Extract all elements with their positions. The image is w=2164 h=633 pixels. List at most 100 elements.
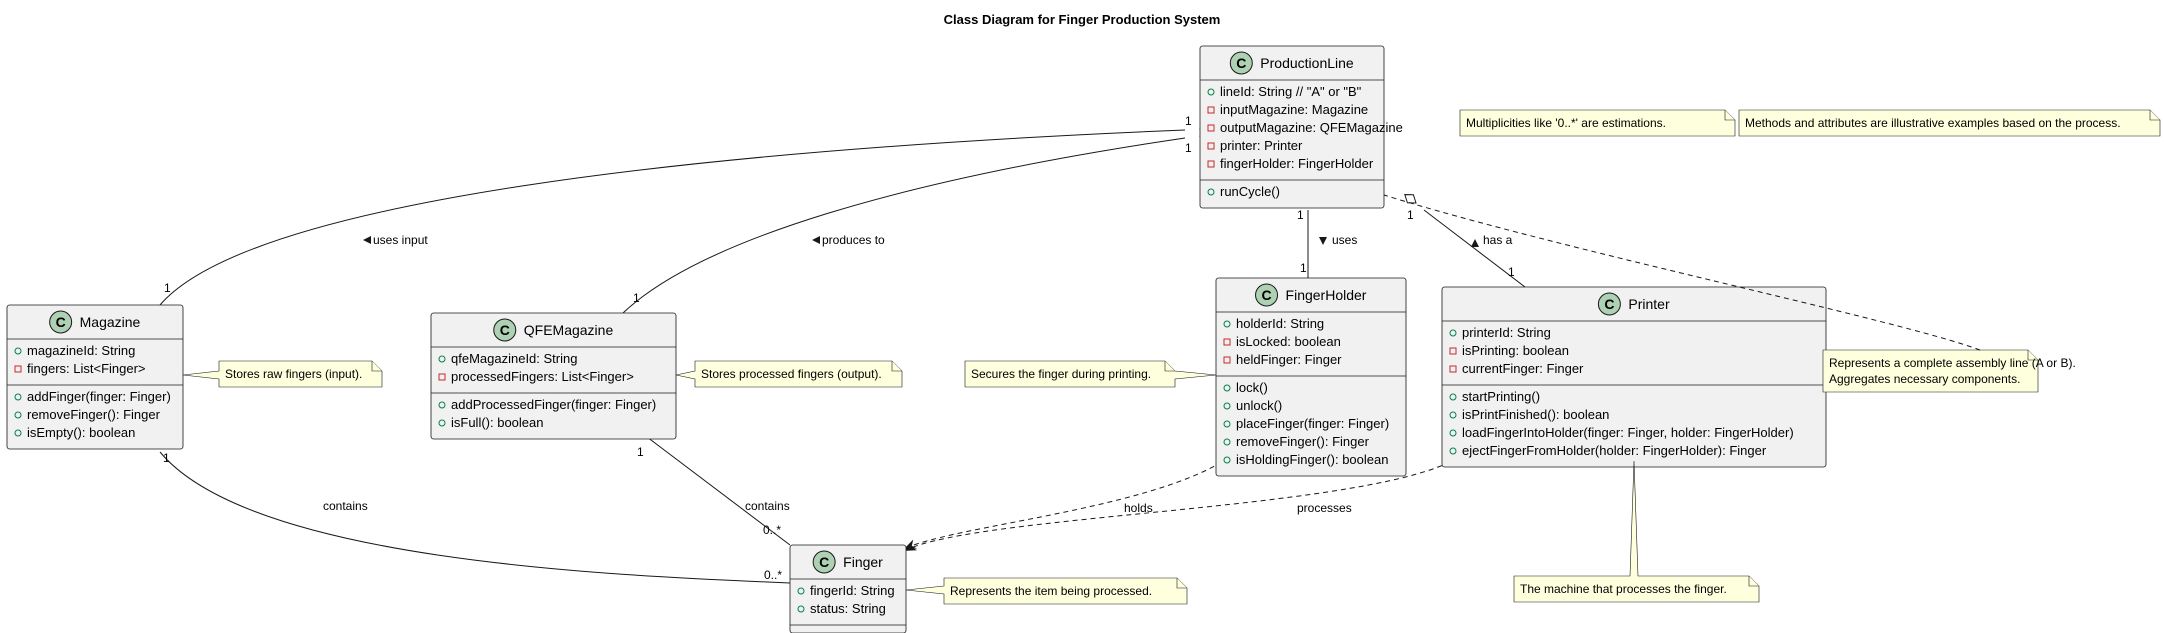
class-method: isPrintFinished(): boolean	[1462, 407, 1609, 422]
note-finger: Represents the item being processed.	[905, 577, 1188, 605]
class-name: Finger	[843, 554, 883, 570]
relation-holds	[904, 461, 1223, 549]
relation-label: has a	[1483, 233, 1513, 247]
multiplicity: 1	[1185, 114, 1192, 128]
public-visibility-icon	[797, 587, 805, 595]
class-stereotype-icon	[49, 310, 73, 334]
classes-layer: C ProductionLine lineId: String // "A" or …	[6, 45, 1827, 633]
class-method: startPrinting()	[1462, 389, 1540, 404]
class-attribute: printer: Printer	[1220, 138, 1303, 153]
note-text: The machine that processes the finger.	[1520, 582, 1727, 596]
public-visibility-icon	[438, 401, 446, 409]
multiplicity: 1	[163, 451, 170, 465]
private-visibility-icon	[14, 365, 22, 373]
class-method: addProcessedFinger(finger: Finger)	[451, 397, 656, 412]
class-stereotype-letter: C	[1604, 296, 1614, 312]
note-text: Secures the finger during printing.	[971, 367, 1151, 381]
public-visibility-icon	[14, 411, 22, 419]
class-box	[1215, 277, 1407, 477]
public-visibility-icon	[1223, 384, 1231, 392]
public-visibility-icon	[438, 419, 446, 427]
private-visibility-icon	[1207, 142, 1215, 150]
public-visibility-icon	[1207, 188, 1215, 196]
multiplicity: 1	[1300, 261, 1307, 275]
class-attribute: inputMagazine: Magazine	[1220, 102, 1368, 117]
public-visibility-icon	[1223, 438, 1231, 446]
note-qfe-magazine: Stores processed fingers (output).	[675, 360, 903, 388]
class-stereotype-icon	[493, 318, 517, 342]
class-stereotype-letter: C	[819, 554, 829, 570]
class-method: runCycle()	[1220, 184, 1280, 199]
note-methods-attributes: Methods and attributes are illustrative …	[1738, 109, 2161, 137]
note-text: Represents the item being processed.	[950, 584, 1152, 598]
note-fold	[1176, 578, 1187, 589]
public-visibility-icon	[14, 393, 22, 401]
note-shape	[1822, 349, 2039, 393]
class-name: FingerHolder	[1286, 287, 1367, 303]
private-visibility-icon	[1223, 356, 1231, 364]
class-method: isFull(): boolean	[451, 415, 544, 430]
note-production-line: Represents a complete assembly line (A o…	[1822, 349, 2076, 393]
note-fold	[371, 361, 382, 372]
class-method: ejectFingerFromHolder(holder: FingerHold…	[1462, 443, 1767, 458]
class-name: ProductionLine	[1260, 55, 1354, 71]
class-stereotype-icon	[1597, 292, 1621, 316]
class-method: removeFinger(): Finger	[1236, 434, 1370, 449]
class-method: addFinger(finger: Finger)	[27, 389, 171, 404]
class-attribute: isPrinting: boolean	[1462, 343, 1569, 358]
relation-processes	[904, 461, 1451, 551]
public-visibility-icon	[797, 605, 805, 613]
class-method: unlock()	[1236, 398, 1282, 413]
public-visibility-icon	[1223, 456, 1231, 464]
note-shape	[1513, 460, 1760, 603]
note-fold	[891, 361, 902, 372]
class-method: lock()	[1236, 380, 1268, 395]
multiplicity: 1	[1185, 141, 1192, 155]
note-connector	[1383, 194, 1981, 351]
multiplicity: 0..*	[764, 568, 782, 582]
class-box	[1441, 286, 1827, 468]
class-attribute: processedFingers: List<Finger>	[451, 369, 634, 384]
public-visibility-icon	[1449, 411, 1457, 419]
relation-label: uses	[1332, 233, 1357, 247]
multiplicity: 1	[1407, 208, 1414, 222]
class-stereotype-letter: C	[500, 322, 510, 338]
public-visibility-icon	[1449, 329, 1457, 337]
public-visibility-icon	[1223, 320, 1231, 328]
class-stereotype-letter: C	[1236, 55, 1246, 71]
note-text: Multiplicities like '0..*' are estimatio…	[1466, 116, 1666, 130]
note-shape	[1738, 109, 2161, 137]
class-stereotype-icon	[1255, 283, 1279, 307]
multiplicity: 1	[637, 445, 644, 459]
class-attribute: lineId: String // "A" or "B"	[1220, 84, 1362, 99]
note-magazine: Stores raw fingers (input).	[182, 360, 383, 388]
note-text: Stores processed fingers (output).	[701, 367, 882, 381]
multiplicity: 1	[164, 281, 171, 295]
class-method: isEmpty(): boolean	[27, 425, 135, 440]
private-visibility-icon	[1207, 160, 1215, 168]
public-visibility-icon	[1223, 402, 1231, 410]
class-stereotype-icon	[1229, 51, 1253, 75]
relation-label: contains	[323, 499, 368, 513]
class-name: Magazine	[80, 314, 141, 330]
direction-arrow	[812, 236, 820, 244]
note-fold	[1164, 361, 1175, 372]
relation-label: uses input	[373, 233, 428, 247]
public-visibility-icon	[1223, 420, 1231, 428]
public-visibility-icon	[14, 347, 22, 355]
class-stereotype-letter: C	[1261, 287, 1271, 303]
class-attribute: heldFinger: Finger	[1236, 352, 1342, 367]
note-multiplicities: Multiplicities like '0..*' are estimatio…	[1459, 109, 1736, 137]
public-visibility-icon	[1449, 393, 1457, 401]
aggregation-diamond	[1404, 194, 1417, 204]
class-attribute: fingerHolder: FingerHolder	[1220, 156, 1374, 171]
class-attribute: printerId: String	[1462, 325, 1551, 340]
note-text: Methods and attributes are illustrative …	[1745, 116, 2121, 130]
note-fold	[1748, 576, 1759, 587]
public-visibility-icon	[1449, 429, 1457, 437]
direction-arrow	[1471, 239, 1479, 247]
relation-magazine-contains	[159, 451, 791, 584]
